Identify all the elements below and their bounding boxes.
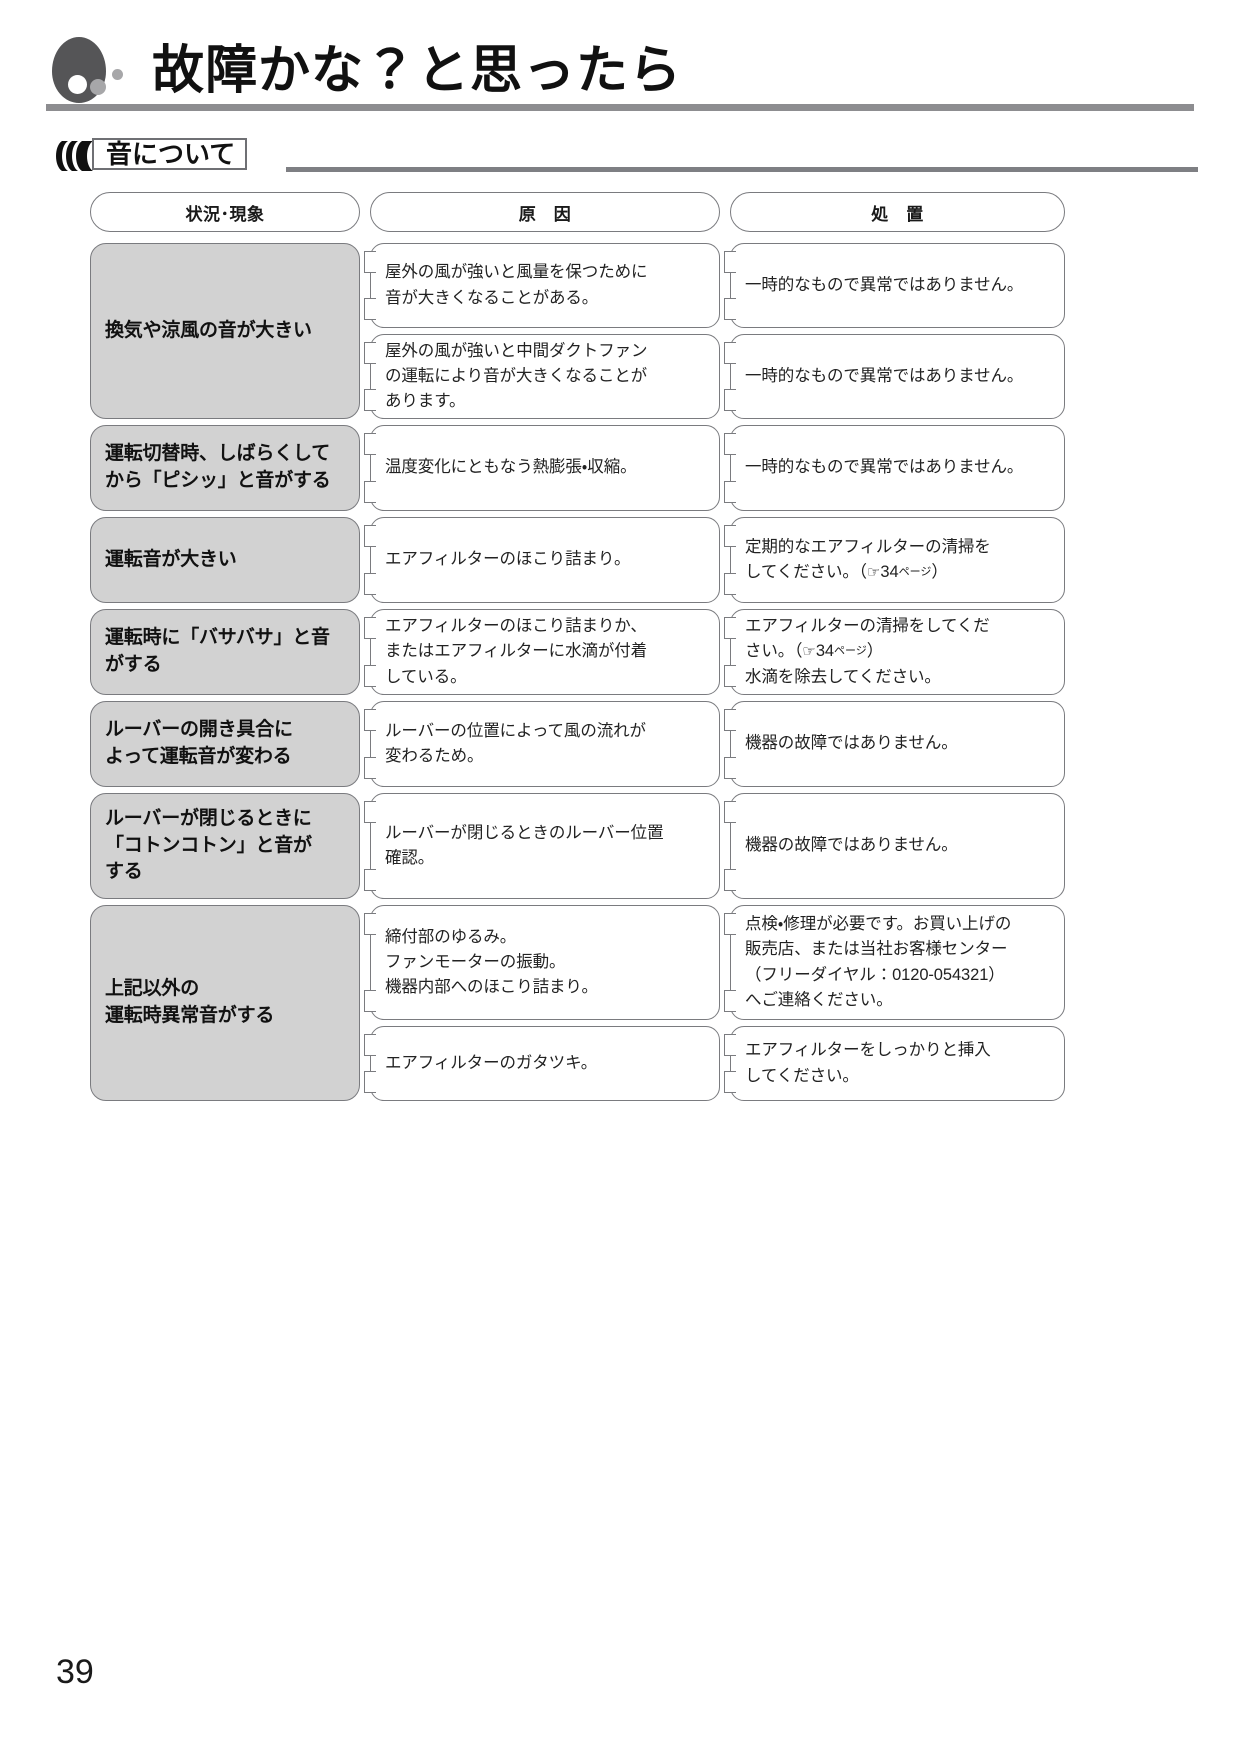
- page-number: 39: [56, 1653, 94, 1691]
- page-title: 故障かな？と思ったら: [152, 42, 683, 100]
- pointing-hand-icon: ☞: [866, 564, 881, 581]
- cause-cell: 締付部のゆるみ。ファンモーターの振動。機器内部へのほこり詰まり。: [370, 905, 720, 1020]
- cause-cell: エアフィルターのほこり詰まり。: [370, 517, 720, 603]
- cause-text: ルーバーの位置によって風の流れが変わるため。: [385, 721, 646, 765]
- symptom-text: ルーバーの開き具合によって運転音が変わる: [105, 719, 293, 767]
- cause-text: エアフィルターのほこり詰まり。: [385, 550, 631, 569]
- table-body: 換気や涼風の音が大きい運転切替時、しばらくしてから「ピシッ」と音がする運転音が大…: [90, 243, 1065, 1101]
- symptom-cell: 換気や涼風の音が大きい: [90, 243, 360, 419]
- symptom-text: 運転音が大きい: [105, 548, 237, 570]
- section-divider: [286, 167, 1198, 172]
- cause-text: 屋外の風が強いと中間ダクトファンの運転により音が大きくなることがあります。: [385, 341, 648, 411]
- action-text: エアフィルターをしっかりと挿入してください。: [745, 1041, 991, 1085]
- section-header: 音について: [48, 138, 1198, 174]
- sound-wave-icon: [56, 141, 93, 171]
- cause-text: エアフィルターのガタツキ。: [385, 1053, 598, 1072]
- action-cell: エアフィルターをしっかりと挿入してください。: [730, 1026, 1065, 1101]
- cause-cell: 温度変化にともなう熱膨張・収縮。: [370, 425, 720, 511]
- page-header: 故障かな？と思ったら: [46, 28, 1056, 114]
- action-text: 一時的なもので異常ではありません。: [745, 275, 1024, 294]
- column-header-action: 処 置: [730, 192, 1065, 232]
- action-cell: 機器の故障ではありません。: [730, 701, 1065, 787]
- action-cell: エアフィルターの清掃をしてください。（☞34ページ）水滴を除去してください。: [730, 609, 1065, 695]
- cause-cell: エアフィルターのガタツキ。: [370, 1026, 720, 1101]
- action-text: 機器の故障ではありません。: [745, 734, 958, 753]
- action-cell: 定期的なエアフィルターの清掃をしてください。（☞34ページ）: [730, 517, 1065, 603]
- action-text: 機器の故障ではありません。: [745, 836, 958, 855]
- action-text: 一時的なもので異常ではありません。: [745, 458, 1024, 477]
- symptom-cell: 運転切替時、しばらくしてから「ピシッ」と音がする: [90, 425, 360, 511]
- cause-cell: 屋外の風が強いと中間ダクトファンの運転により音が大きくなることがあります。: [370, 334, 720, 419]
- action-text: 点検・修理が必要です。お買い上げの販売店、または当社お客様センター（フリーダイヤ…: [745, 915, 1012, 1009]
- symptom-text: 換気や涼風の音が大きい: [105, 319, 312, 341]
- action-cell: 一時的なもので異常ではありません。: [730, 243, 1065, 328]
- column-header-cause: 原 因: [370, 192, 720, 232]
- three-dots-circle-logo-icon: [46, 35, 138, 107]
- column-header-symptom: 状況･現象: [90, 192, 360, 232]
- symptom-text: ルーバーが閉じるときに「コトンコトン」と音がする: [105, 807, 312, 883]
- cause-text: 温度変化にともなう熱膨張・収縮。: [385, 458, 637, 477]
- section-title: 音について: [106, 139, 236, 169]
- table-column-headers: 状況･現象 原 因 処 置: [90, 192, 1065, 232]
- action-cell: 一時的なもので異常ではありません。: [730, 425, 1065, 511]
- header-divider: [46, 104, 1194, 111]
- action-text: 定期的なエアフィルターの清掃をしてください。（☞34ページ）: [745, 537, 991, 581]
- symptom-cell: 運転時に「バサバサ」と音がする: [90, 609, 360, 695]
- symptom-cell: 運転音が大きい: [90, 517, 360, 603]
- cause-text: エアフィルターのほこり詰まりか、またはエアフィルターに水滴が付着している。: [385, 617, 648, 686]
- action-text: 一時的なもので異常ではありません。: [745, 366, 1024, 385]
- cause-text: 屋外の風が強いと風量を保つために音が大きくなることがある。: [385, 263, 648, 307]
- symptom-text: 運転時に「バサバサ」と音がする: [105, 627, 330, 675]
- action-cell: 一時的なもので異常ではありません。: [730, 334, 1065, 419]
- troubleshooting-table: 状況･現象 原 因 処 置 換気や涼風の音が大きい運転切替時、しばらくしてから「…: [90, 192, 1065, 1101]
- symptom-text: 運転切替時、しばらくしてから「ピシッ」と音がする: [105, 443, 331, 491]
- cause-text: ルーバーが閉じるときのルーバー位置確認。: [385, 823, 664, 867]
- section-title-box: 音について: [92, 138, 248, 170]
- symptom-cell: 上記以外の運転時異常音がする: [90, 905, 360, 1101]
- cause-cell: エアフィルターのほこり詰まりか、またはエアフィルターに水滴が付着している。: [370, 609, 720, 695]
- cause-cell: ルーバーが閉じるときのルーバー位置確認。: [370, 793, 720, 899]
- action-cell: 機器の故障ではありません。: [730, 793, 1065, 899]
- cause-column: 屋外の風が強いと風量を保つために音が大きくなることがある。屋外の風が強いと中間ダ…: [370, 243, 720, 1101]
- symptom-cell: ルーバーの開き具合によって運転音が変わる: [90, 701, 360, 787]
- action-cell: 点検・修理が必要です。お買い上げの販売店、または当社お客様センター（フリーダイヤ…: [730, 905, 1065, 1020]
- symptom-text: 上記以外の運転時異常音がする: [105, 978, 275, 1026]
- symptom-cell: ルーバーが閉じるときに「コトンコトン」と音がする: [90, 793, 360, 899]
- symptom-column: 換気や涼風の音が大きい運転切替時、しばらくしてから「ピシッ」と音がする運転音が大…: [90, 243, 360, 1101]
- cause-cell: 屋外の風が強いと風量を保つために音が大きくなることがある。: [370, 243, 720, 328]
- action-text: エアフィルターの清掃をしてください。（☞34ページ）水滴を除去してください。: [745, 617, 990, 686]
- cause-text: 締付部のゆるみ。ファンモーターの振動。機器内部へのほこり詰まり。: [385, 927, 598, 997]
- cause-cell: ルーバーの位置によって風の流れが変わるため。: [370, 701, 720, 787]
- pointing-hand-icon: ☞: [802, 643, 816, 661]
- action-column: 一時的なもので異常ではありません。一時的なもので異常ではありません。一時的なもの…: [730, 243, 1065, 1101]
